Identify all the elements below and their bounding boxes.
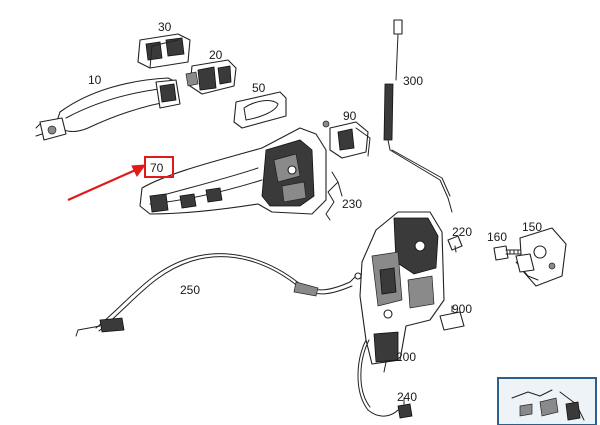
part-20-lock-cylinder[interactable]: [185, 59, 237, 95]
part-70-handle-carrier[interactable]: [139, 127, 327, 215]
highlight-arrow: [67, 164, 147, 202]
label-150: 150: [522, 220, 542, 234]
part-30-cover[interactable]: [137, 33, 191, 69]
part-300-rod[interactable]: [383, 19, 453, 213]
thumbnail-inset[interactable]: [497, 377, 597, 425]
label-900: 900: [452, 302, 472, 316]
label-240: 240: [397, 390, 417, 404]
label-50: 50: [252, 81, 266, 95]
part-900-connector[interactable]: [439, 305, 465, 331]
label-160: 160: [487, 230, 507, 244]
part-240-clip[interactable]: [397, 397, 413, 419]
lock-cable-loop: [357, 339, 399, 417]
part-90-bracket[interactable]: [322, 120, 371, 159]
part-50-gasket[interactable]: [233, 91, 287, 129]
label-230: 230: [342, 197, 362, 211]
part-250-cable[interactable]: [75, 253, 362, 337]
part-150-striker[interactable]: [515, 227, 567, 287]
part-220-screw[interactable]: [447, 235, 463, 253]
part-10-outer-handle[interactable]: [35, 77, 181, 141]
part-200-door-lock[interactable]: [359, 211, 445, 373]
highlight-box-70: [144, 156, 174, 178]
label-300: 300: [403, 74, 423, 88]
label-10: 10: [88, 73, 102, 87]
label-250: 250: [180, 283, 200, 297]
label-220: 220: [452, 225, 472, 239]
part-230-spring[interactable]: [325, 171, 343, 221]
label-20: 20: [209, 48, 223, 62]
label-70: 70: [150, 161, 164, 175]
label-30: 30: [158, 20, 172, 34]
label-200: 200: [396, 350, 416, 364]
label-90: 90: [343, 109, 357, 123]
